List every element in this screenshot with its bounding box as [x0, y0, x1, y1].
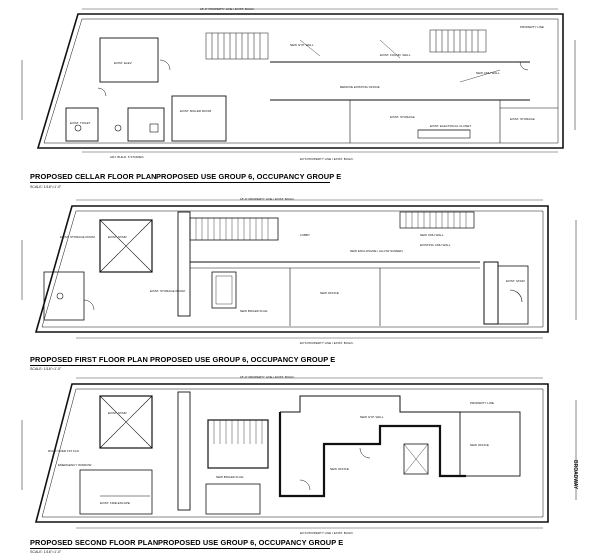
- cellar-annotations: 18'-0" PROPERTY LINE / EXIST. BUILD. EXI…: [70, 7, 544, 161]
- second-elevator: [403, 443, 429, 475]
- svg-text:EMERGENCY WINDOW: EMERGENCY WINDOW: [58, 463, 91, 467]
- cellar-plan-use-group: PROPOSED USE GROUP 6, OCCUPANCY GROUP E: [156, 172, 342, 181]
- svg-text:EXIST. ELECTRICAL CLOSET: EXIST. ELECTRICAL CLOSET: [430, 124, 471, 128]
- svg-text:LOBBY: LOBBY: [300, 233, 310, 237]
- cellar-stair-rear: [429, 29, 487, 53]
- cellar-toilet-room: [65, 107, 99, 142]
- second-plan-scale: SCALE: 1/16"=1'-0": [30, 550, 62, 554]
- svg-text:NEW GYP. WALL: NEW GYP. WALL: [290, 43, 314, 47]
- svg-text:ROOF OVER 1ST FLR.: ROOF OVER 1ST FLR.: [48, 449, 80, 453]
- first-stair: [189, 217, 279, 241]
- svg-text:EXIST. TOILET: EXIST. TOILET: [70, 121, 91, 125]
- svg-text:EXIST. STAIR: EXIST. STAIR: [108, 235, 127, 239]
- svg-text:18'-0" PROPERTY LINE / EXIST.: 18'-0" PROPERTY LINE / EXIST. BUILD.: [200, 7, 255, 11]
- first-floor-outline: [34, 205, 549, 333]
- svg-text:REMOVE EXISTING OFFICE: REMOVE EXISTING OFFICE: [340, 85, 380, 89]
- svg-text:EX'S PROPERTY LINE / EXIST. BU: EX'S PROPERTY LINE / EXIST. BUILD.: [300, 341, 354, 345]
- second-floor-annotations: 18'-0" PROPERTY LINE / EXIST. BUILD. ROO…: [48, 375, 494, 535]
- second-plan-use-group: PROPOSED USE GROUP 6, OCCUPANCY GROUP E: [158, 538, 344, 547]
- first-floor-plan: [21, 199, 577, 339]
- cellar-stair-room: [99, 37, 159, 83]
- street-label: BROADWAY: [572, 460, 578, 490]
- svg-text:EXIST. FOUND. WALL: EXIST. FOUND. WALL: [380, 53, 411, 57]
- svg-text:PROPERTY LINE: PROPERTY LINE: [520, 25, 544, 29]
- cellar-boiler-room: [171, 95, 227, 142]
- svg-text:EXIST. ELEV.: EXIST. ELEV.: [114, 61, 132, 65]
- svg-text:NEW ENCLOSURE / ALLOW SCREEN: NEW ENCLOSURE / ALLOW SCREEN: [350, 249, 403, 253]
- svg-text:NEW BOILER FLUE: NEW BOILER FLUE: [240, 309, 267, 313]
- svg-text:18'-0" PROPERTY LINE / EXIST.: 18'-0" PROPERTY LINE / EXIST. BUILD.: [240, 197, 295, 201]
- svg-text:EXISTING CMU WALL: EXISTING CMU WALL: [420, 243, 451, 247]
- svg-text:NEW BOILER FLUE: NEW BOILER FLUE: [216, 475, 243, 479]
- cellar-plan-scale: SCALE: 1/16"=1'-0": [30, 185, 62, 189]
- svg-text:EX'S PROPERTY LINE / EXIST. BU: EX'S PROPERTY LINE / EXIST. BUILD.: [300, 157, 354, 161]
- svg-text:PROPERTY LINE: PROPERTY LINE: [470, 401, 494, 405]
- cellar-floor-plan: [21, 8, 576, 153]
- second-floor-outline: [34, 383, 549, 523]
- svg-text:EX'S PROPERTY LINE / EXIST. BU: EX'S PROPERTY LINE / EXIST. BUILD.: [300, 531, 354, 535]
- second-floor-plan: [21, 377, 577, 529]
- svg-text:EXIST. STAIR: EXIST. STAIR: [506, 279, 525, 283]
- svg-text:NEW CMU WALL: NEW CMU WALL: [476, 71, 500, 75]
- svg-text:NEW CMU WALL: NEW CMU WALL: [420, 233, 444, 237]
- cellar-outline: [36, 13, 564, 149]
- first-elevator: [211, 271, 237, 309]
- first-plan-title: PROPOSED FIRST FLOOR PLAN: [30, 355, 148, 364]
- svg-text:NEW OFFICE: NEW OFFICE: [320, 291, 339, 295]
- svg-text:ADJ. BUILD. 5 STORIES: ADJ. BUILD. 5 STORIES: [110, 155, 143, 159]
- svg-text:EXIST. STORAGE: EXIST. STORAGE: [390, 115, 415, 119]
- svg-text:EXIST. STORAGE ROOM: EXIST. STORAGE ROOM: [60, 235, 95, 239]
- second-stair-shaft: [99, 395, 153, 449]
- second-plan-title: PROPOSED SECOND FLOOR PLAN: [30, 538, 159, 547]
- cellar-plan-title: PROPOSED CELLAR FLOOR PLAN: [30, 172, 157, 181]
- svg-text:18'-0" PROPERTY LINE / EXIST.: 18'-0" PROPERTY LINE / EXIST. BUILD.: [240, 375, 295, 379]
- svg-text:NEW OFFICE: NEW OFFICE: [330, 467, 349, 471]
- first-stair-shaft: [99, 219, 153, 273]
- first-stair-rear: [399, 211, 475, 229]
- cellar-stair: [205, 32, 269, 60]
- svg-text:EXIST. STORAGE: EXIST. STORAGE: [510, 117, 535, 121]
- svg-text:EXIST. FIRE ESCAPE: EXIST. FIRE ESCAPE: [100, 501, 130, 505]
- svg-text:NEW GYP. WALL: NEW GYP. WALL: [360, 415, 384, 419]
- first-plan-scale: SCALE: 1/16"=1'-0": [30, 367, 62, 371]
- svg-text:EXIST. STAIR: EXIST. STAIR: [108, 411, 127, 415]
- svg-text:NEW OFFICE: NEW OFFICE: [470, 443, 489, 447]
- first-plan-use-group: PROPOSED USE GROUP 6, OCCUPANCY GROUP E: [150, 355, 336, 364]
- svg-text:EXIST. STORAGE ROOM: EXIST. STORAGE ROOM: [150, 289, 185, 293]
- first-floor-annotations: 18'-0" PROPERTY LINE / EXIST. BUILD. EXI…: [60, 197, 525, 345]
- svg-text:EXIST. BOILER ROOM: EXIST. BOILER ROOM: [180, 109, 212, 113]
